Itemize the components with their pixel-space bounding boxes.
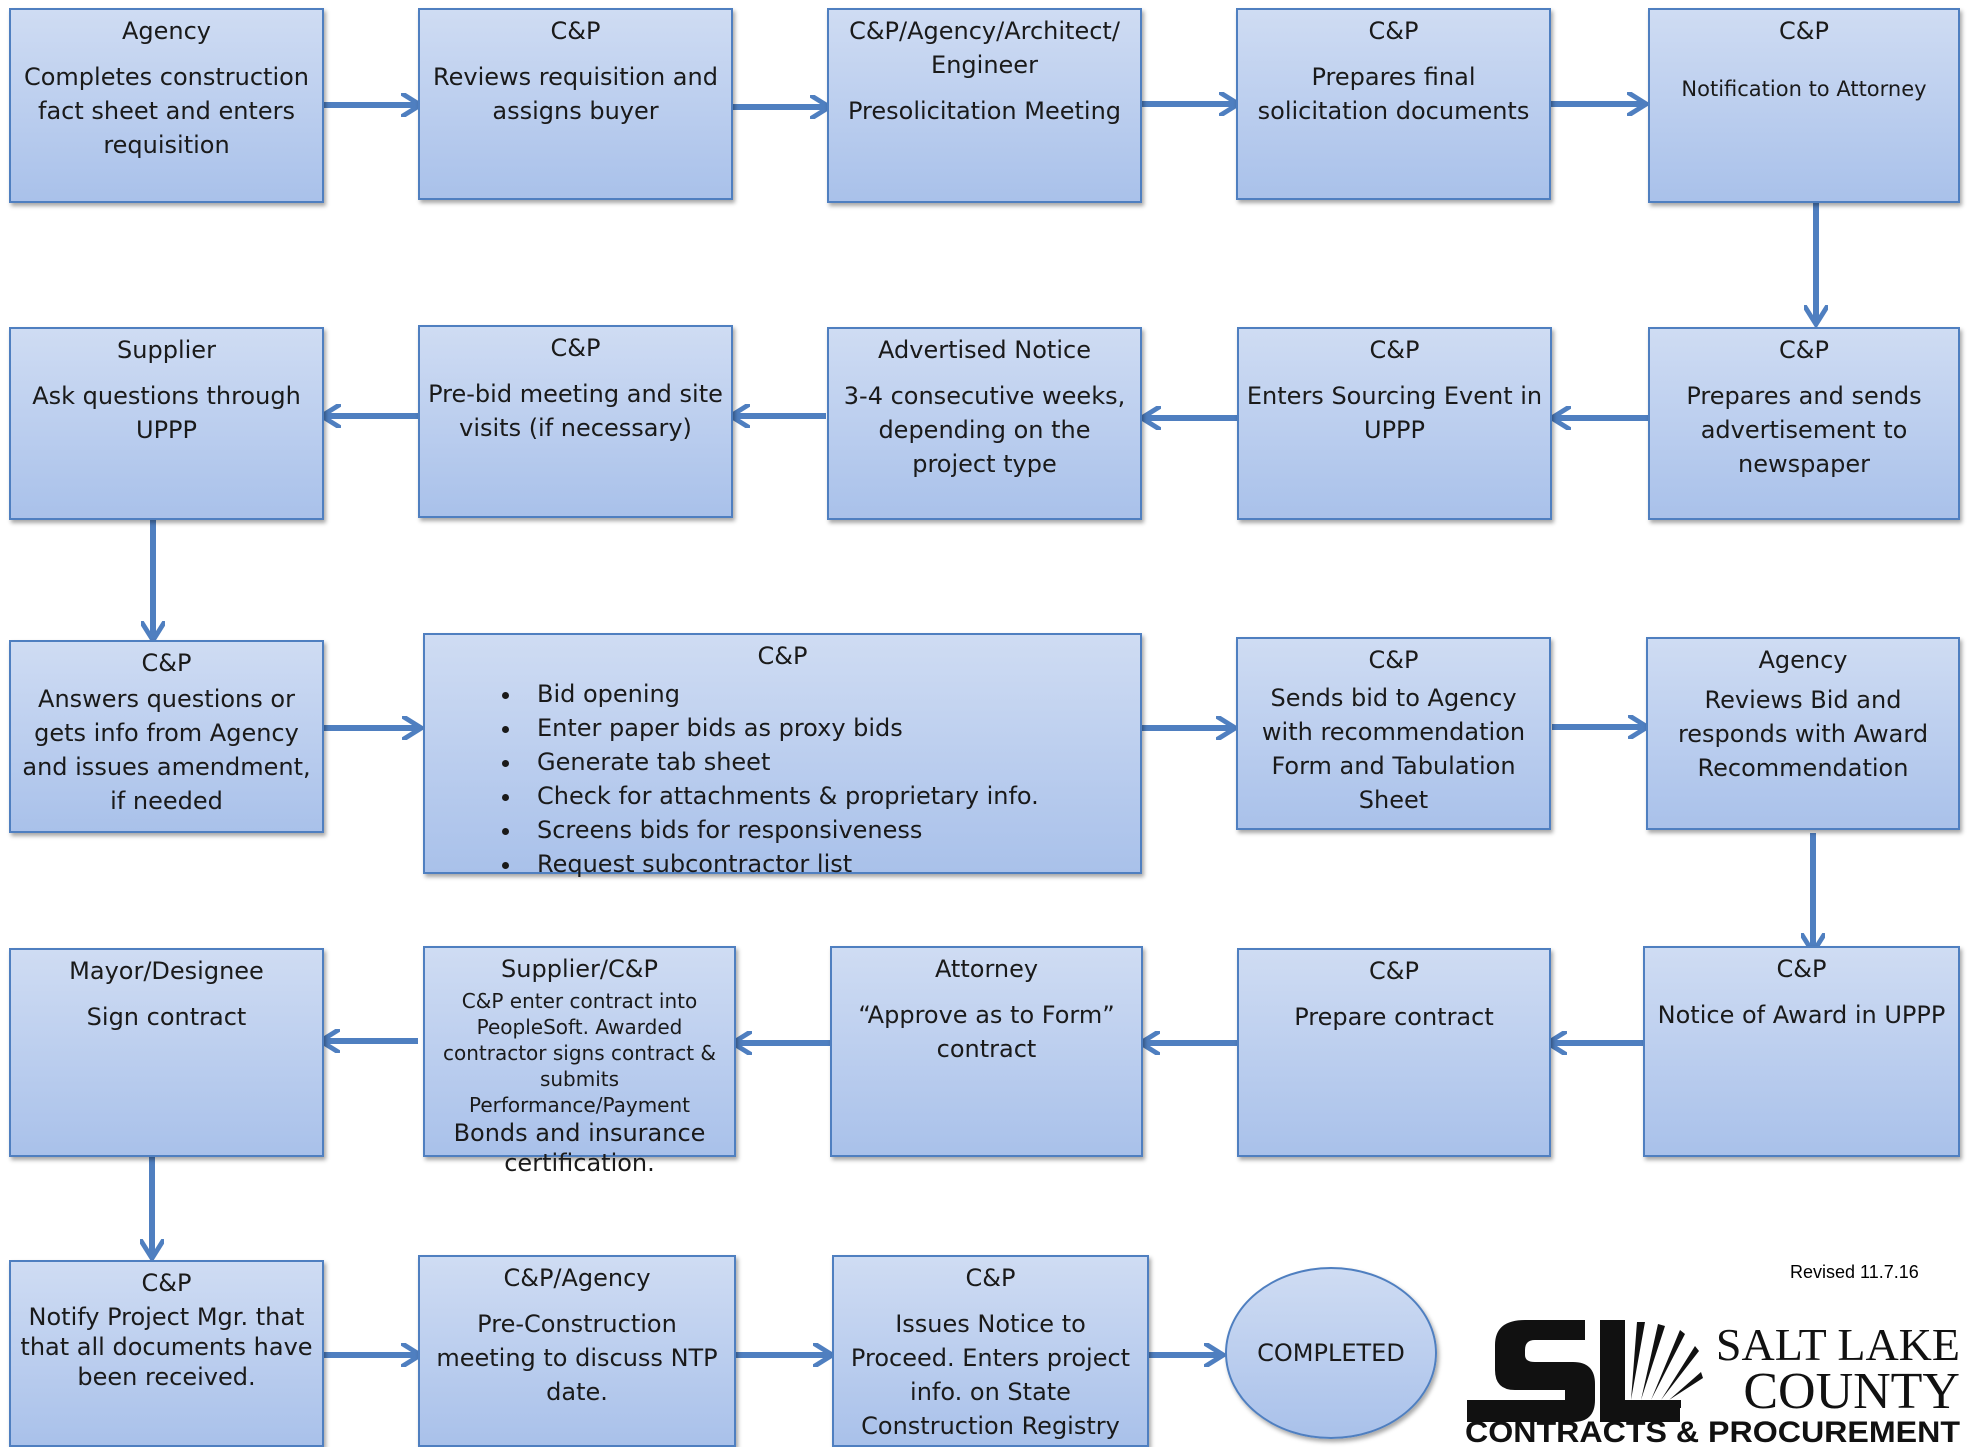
step-text: Answers questions or gets info from Agen… (22, 685, 311, 815)
step-role: C&P (141, 1269, 192, 1297)
step-role: C&P/Agency (503, 1264, 651, 1292)
step-role: C&P (965, 1264, 1016, 1292)
step-notify-attorney: C&P Notification to Attorney (1648, 8, 1960, 203)
step-role: Attorney (934, 955, 1039, 983)
step-text: Pre-bid meeting and site visits (if nece… (428, 380, 723, 442)
step-approve-as-to-form: Attorney “Approve as to Form” contract (830, 946, 1143, 1157)
step-notice-of-award: C&P Notice of Award in UPPP (1643, 946, 1960, 1157)
step-text: Completes construction fact sheet and en… (23, 63, 310, 159)
step-prepare-contract: C&P Prepare contract (1237, 948, 1551, 1157)
step-text-continued: Bonds and insurance certification. (453, 1119, 706, 1177)
salt-lake-county-logo: SALT LAKE COUNTY CONTRACTS & PROCUREMENT (1465, 1319, 1960, 1447)
step-role: Agency (1758, 646, 1848, 674)
step-advertisement: C&P Prepares and sends advertisement to … (1648, 327, 1960, 520)
step-text: Enters Sourcing Event in UPPP (1246, 382, 1543, 444)
step-presolicitation-meeting: C&P/Agency/Architect/ Engineer Presolici… (827, 8, 1142, 203)
bid-task-item: Enter paper bids as proxy bids (523, 711, 1134, 745)
step-role: C&P (1776, 955, 1827, 983)
step-role: C&P (757, 642, 808, 670)
step-role: C&P (550, 334, 601, 362)
step-peoplesoft-entry: Supplier/C&P C&P enter contract into Peo… (423, 946, 736, 1177)
step-advertised-notice: Advertised Notice 3-4 consecutive weeks,… (827, 327, 1142, 520)
step-final-solicitation: C&P Prepares final solicitation document… (1236, 8, 1551, 200)
step-review-requisition: C&P Reviews requisition and assigns buye… (418, 8, 733, 200)
step-text: Pre-Construction meeting to discuss NTP … (436, 1310, 718, 1406)
step-sourcing-event: C&P Enters Sourcing Event in UPPP (1237, 327, 1552, 520)
step-agency-review-bid: Agency Reviews Bid and responds with Awa… (1646, 637, 1960, 830)
step-role: Agency (121, 17, 212, 45)
step-role: C&P (1369, 957, 1419, 985)
sunburst-mark (1467, 1320, 1703, 1422)
revised-note: Revised 11.7.16 (1790, 1262, 1919, 1282)
logo-line3: CONTRACTS & PROCUREMENT (1465, 1416, 1960, 1447)
step-text: Reviews Bid and responds with Award Reco… (1677, 686, 1929, 782)
step-notice-to-proceed: C&P Issues Notice to Proceed. Enters pro… (832, 1255, 1149, 1447)
step-role: C&P (1369, 336, 1420, 364)
step-bid-opening: C&P Bid opening Enter paper bids as prox… (423, 633, 1142, 878)
step-text: Prepares and sends advertisement to news… (1686, 382, 1922, 478)
step-preconstruction-meeting: C&P/Agency Pre-Construction meeting to d… (418, 1255, 736, 1447)
step-text: Presolicitation Meeting (847, 97, 1122, 125)
completed-label: COMPLETED (1257, 1339, 1405, 1367)
step-text: Notification to Attorney (1681, 77, 1927, 101)
step-agency-requisition: Agency Completes construction fact sheet… (9, 8, 324, 203)
step-role: C&P (1779, 336, 1829, 364)
step-text: Reviews requisition and assigns buyer (433, 63, 718, 125)
step-role: C&P (1368, 646, 1419, 674)
step-text: “Approve as to Form” contract (858, 1001, 1115, 1063)
step-notify-project-manager: C&P Notify Project Mgr. that that all do… (9, 1260, 324, 1447)
step-answers-questions: C&P Answers questions or gets info from … (9, 640, 324, 833)
step-text: Prepares final solicitation documents (1257, 63, 1530, 125)
bid-task-list: Bid opening Enter paper bids as proxy bi… (431, 677, 1134, 881)
bid-task-item: Bid opening (523, 677, 1134, 711)
bid-task-item: Generate tab sheet (523, 745, 1134, 779)
step-text: C&P enter contract into PeopleSoft. Awar… (442, 989, 717, 1117)
step-text: Notify Project Mgr. that that all docume… (20, 1303, 313, 1391)
logo-line2: COUNTY (1743, 1363, 1960, 1420)
completed-terminal: COMPLETED (1225, 1267, 1437, 1439)
step-prebid-meeting: C&P Pre-bid meeting and site visits (if … (418, 325, 733, 518)
step-send-bid-to-agency: C&P Sends bid to Agency with recommendat… (1236, 637, 1551, 830)
step-text: Sign contract (86, 1003, 247, 1031)
step-role: Supplier/C&P (501, 955, 658, 983)
step-sign-contract: Mayor/Designee Sign contract (9, 948, 324, 1157)
step-role: Supplier (117, 336, 216, 364)
step-role: Mayor/Designee (69, 957, 264, 985)
step-text: Sends bid to Agency with recommendation … (1261, 684, 1526, 814)
step-role: Advertised Notice (878, 336, 1091, 364)
step-text: Ask questions through UPPP (32, 382, 301, 444)
bid-task-item: Screens bids for responsiveness (523, 813, 1134, 847)
step-role: C&P (1368, 17, 1419, 45)
step-role: C&P (550, 17, 601, 45)
step-role: C&P/Agency/Architect/ Engineer (849, 17, 1120, 79)
step-text: Issues Notice to Proceed. Enters project… (850, 1310, 1131, 1440)
bid-task-item: Request subcontractor list (523, 847, 1134, 881)
bid-task-item: Check for attachments & proprietary info… (523, 779, 1134, 813)
step-supplier-questions: Supplier Ask questions through UPPP (9, 327, 324, 520)
step-role: C&P (141, 649, 192, 677)
logo-line1: SALT LAKE (1716, 1319, 1960, 1370)
step-text: Notice of Award in UPPP (1657, 1001, 1946, 1029)
step-role: C&P (1779, 17, 1829, 45)
step-text: 3-4 consecutive weeks, depending on the … (843, 382, 1126, 478)
step-text: Prepare contract (1294, 1003, 1494, 1031)
